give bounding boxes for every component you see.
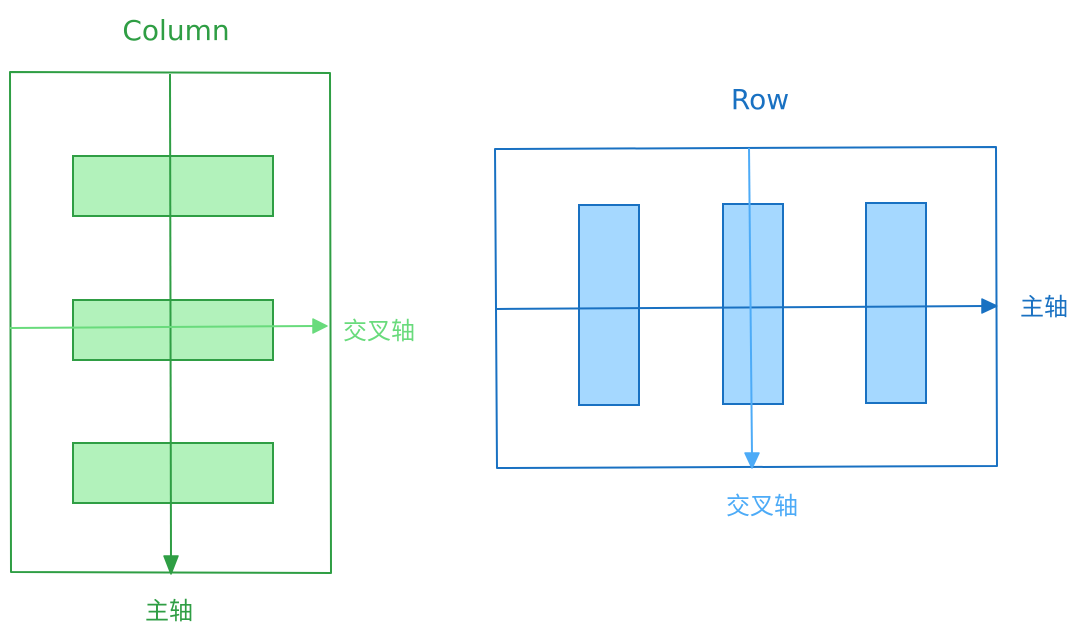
row-item [865, 202, 927, 404]
column-main-axis-line [169, 73, 172, 563]
column-container [9, 71, 332, 574]
column-cross-axis-label: 交叉轴 [343, 317, 415, 345]
row-main-axis-arrowhead [981, 298, 998, 314]
row-cross-axis-label: 交叉轴 [726, 492, 798, 520]
column-item [72, 442, 274, 504]
row-cross-axis-line [748, 147, 753, 457]
row-main-axis-line [496, 305, 986, 310]
row-diagram: Row 主轴 交叉轴 [494, 83, 1068, 520]
row-container [494, 146, 998, 469]
row-main-axis-label: 主轴 [1020, 293, 1068, 321]
column-cross-axis-arrowhead [312, 318, 328, 334]
row-title: Row [731, 83, 789, 116]
row-item [578, 204, 640, 406]
column-cross-axis-line [9, 325, 317, 329]
row-cross-axis-arrowhead [744, 452, 760, 469]
row-item [722, 203, 784, 405]
column-title: Column [122, 14, 229, 47]
column-item [72, 299, 274, 361]
column-main-axis-arrowhead [163, 555, 179, 575]
column-item [72, 155, 274, 217]
column-main-axis-label: 主轴 [145, 597, 193, 625]
column-diagram: Column 交叉轴 主轴 [9, 14, 415, 625]
